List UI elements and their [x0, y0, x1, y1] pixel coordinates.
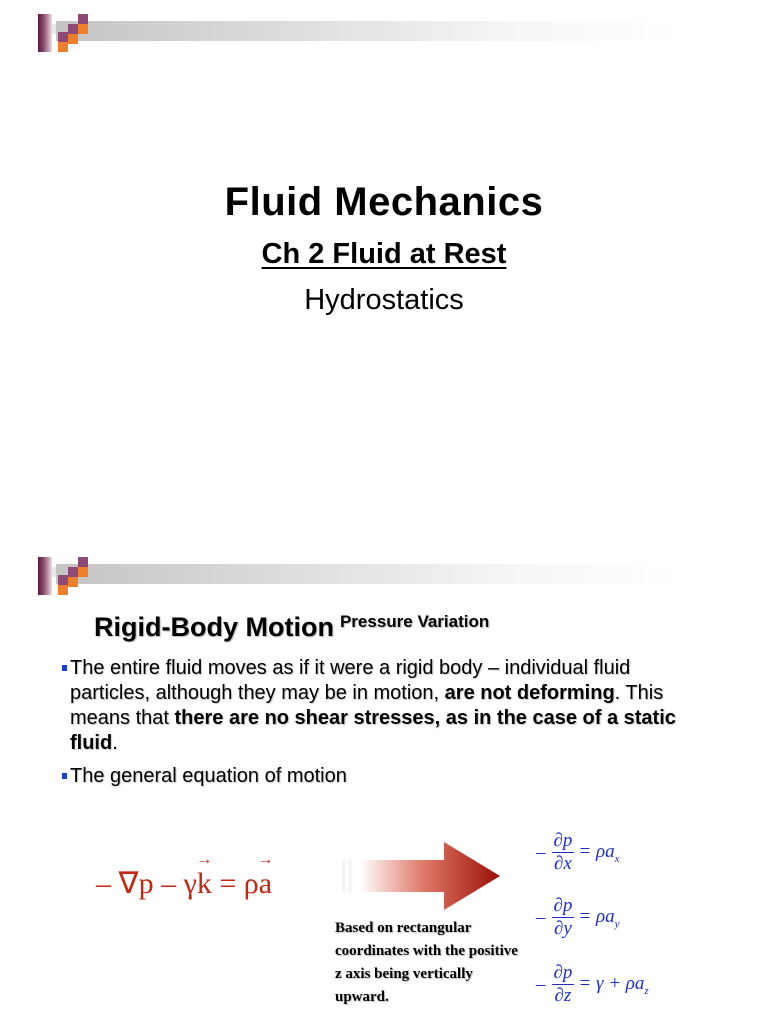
slide2-title-text: Rigid-Body Motion [94, 612, 334, 642]
logo-square [68, 577, 78, 587]
bullet-text: . This means that [70, 682, 664, 729]
coordinates-note: Based on rectangular coordinates with th… [335, 920, 518, 1005]
rhs: = γ + ρaz [578, 973, 648, 997]
numerator: ∂p [551, 895, 575, 918]
component-equation-y: – ∂p ∂y = ρay [536, 895, 619, 940]
component-equation-x: – ∂p ∂x = ρax [536, 830, 619, 875]
bullet-marker-icon [62, 773, 67, 779]
denominator: ∂y [554, 918, 572, 939]
logo-left-bar [38, 14, 52, 52]
equation-part: = ρ [211, 867, 259, 900]
logo-square [68, 34, 78, 44]
bullet-marker-icon [62, 665, 67, 671]
denominator: ∂z [554, 985, 572, 1006]
slide1-subtitle: Ch 2 Fluid at Rest [261, 238, 507, 270]
minus-sign: – [536, 906, 546, 928]
slide2-title: Rigid-Body Motion Pressure Variation [94, 612, 489, 643]
partial-fraction: ∂p ∂y [551, 895, 575, 940]
bullet-text: . [112, 732, 118, 754]
acceleration-vector-a: a [259, 867, 272, 901]
rhs-text: = ρa [578, 840, 615, 862]
slide1-title: Fluid Mechanics [224, 180, 544, 224]
numerator: ∂p [551, 830, 575, 853]
bullet-list: The entire fluid moves as if it were a r… [62, 656, 702, 797]
denominator: ∂x [554, 853, 572, 874]
subscript: x [614, 852, 620, 865]
partial-fraction: ∂p ∂z [551, 962, 575, 1007]
logo-square [58, 42, 68, 52]
logo-square [78, 14, 88, 24]
right-arrow-icon [342, 842, 500, 910]
equation-of-motion: – ∇p – γk = ρa [96, 866, 272, 901]
slide1-subsubtitle: Hydrostatics [304, 284, 464, 316]
rhs-text: = γ + ρa [578, 972, 645, 994]
logo-square [58, 575, 68, 585]
minus-sign: – [536, 973, 546, 995]
equation-part: – ∇p – γ [96, 867, 197, 900]
rhs: = ρax [578, 841, 619, 865]
bullet-text-bold: are not deforming [444, 682, 615, 704]
logo-left-bar [38, 557, 52, 595]
logo-square [78, 557, 88, 567]
bullet-text-bold: there are no shear stresses, as in the c… [70, 707, 676, 754]
header-gradient-bar [56, 564, 676, 584]
slide2-title-superscript: Pressure Variation [339, 612, 490, 631]
logo-square [58, 585, 68, 595]
unit-vector-k: k [197, 867, 212, 901]
numerator: ∂p [551, 962, 575, 985]
rhs-text: = ρa [578, 905, 615, 927]
logo-square [78, 567, 88, 577]
partial-fraction: ∂p ∂x [551, 830, 575, 875]
slide2-header-decoration [38, 553, 688, 597]
bullet-item: The general equation of motion [62, 764, 702, 789]
rhs: = ρay [578, 906, 619, 930]
logo-square [58, 32, 68, 42]
header-gradient-bar [56, 21, 676, 41]
subscript: y [614, 917, 620, 930]
minus-sign: – [536, 841, 546, 863]
bullet-text: The entire fluid moves as if it were a r… [70, 657, 631, 704]
slide1-header-decoration [38, 10, 688, 54]
subscript: z [644, 984, 649, 997]
bullet-item: The entire fluid moves as if it were a r… [62, 656, 702, 756]
bullet-text: The general equation of motion [70, 765, 347, 787]
logo-square [78, 24, 88, 34]
component-equation-z: – ∂p ∂z = γ + ρaz [536, 962, 649, 1007]
logo-square [68, 24, 78, 34]
logo-square [68, 567, 78, 577]
